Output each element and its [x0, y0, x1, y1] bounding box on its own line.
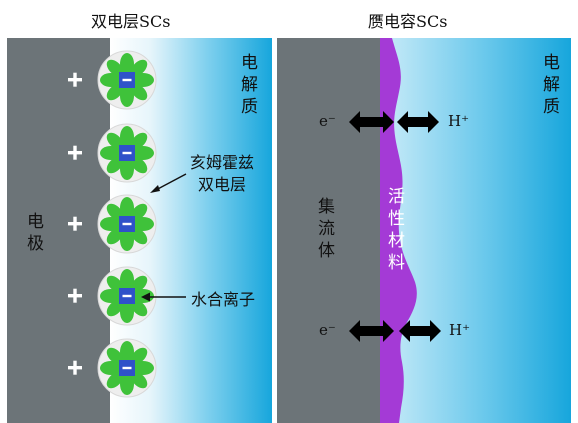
electron-label: e⁻: [319, 112, 336, 130]
current-collector-label: 集 流 体: [318, 197, 335, 261]
helmholtz-layer-label: 亥姆霍兹 双电层: [190, 153, 255, 194]
plus-sign: [68, 288, 82, 303]
edl-panel: [7, 38, 272, 423]
pseudo-panel: [277, 38, 571, 423]
hydrated-ion: [97, 194, 157, 254]
hydrated-ion: [97, 338, 157, 398]
active-material-label: 活 性 材 料: [388, 187, 405, 273]
current-collector-region: [277, 38, 380, 423]
pseudo-panel-title: 赝电容SCs: [368, 12, 448, 31]
edl-panel-title: 双电层SCs: [91, 12, 171, 31]
electron-exchange-arrow: [349, 320, 394, 342]
edl-electrode-region: [7, 38, 110, 423]
electron-label: e⁻: [319, 321, 336, 339]
proton-exchange-arrow: [399, 320, 441, 342]
positive-charges: [68, 72, 82, 375]
proton-exchange-arrow: [397, 111, 439, 133]
electrode-label: 电 极: [27, 212, 44, 254]
proton-label: H⁺: [449, 321, 470, 339]
hydrated-ion-pointer-arrow: [141, 292, 186, 302]
edl-electrolyte-label: 电 解 质: [241, 53, 258, 117]
plus-sign: [68, 360, 82, 375]
pseudo-electrolyte-label: 电 解 质: [543, 53, 560, 117]
electron-exchange-arrow: [349, 111, 394, 133]
hydrated-ion-label: 水合离子: [191, 290, 256, 309]
hydrated-ion: [97, 50, 157, 110]
plus-sign: [68, 216, 82, 231]
helmholtz-pointer-arrow: [150, 173, 187, 193]
plus-sign: [68, 72, 82, 87]
plus-sign: [68, 145, 82, 160]
hydrated-ion: [97, 123, 157, 183]
proton-label: H⁺: [448, 112, 469, 130]
